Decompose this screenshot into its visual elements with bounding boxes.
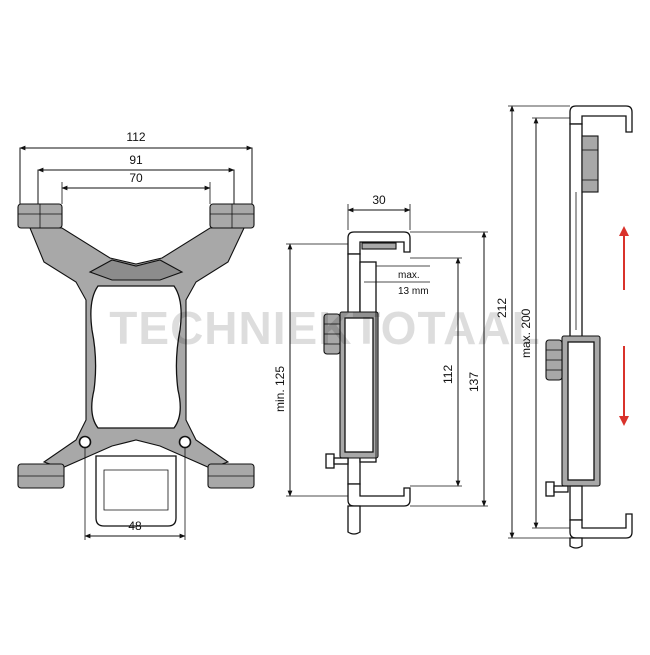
dim-depth: 30	[372, 193, 386, 207]
label-13mm: 13 mm	[398, 286, 429, 297]
dim-bottom-width: 48	[128, 519, 142, 533]
side-screw	[325, 453, 349, 469]
dim-mid-width: 91	[129, 153, 143, 167]
label-max: max.	[398, 270, 420, 281]
ext-top-hook	[569, 105, 633, 133]
dim-max-200: max. 200	[519, 308, 533, 358]
side-bottom-hook	[347, 483, 411, 507]
front-panel	[90, 285, 182, 429]
side-top-hook	[347, 231, 411, 255]
side-knob	[323, 313, 341, 355]
top-right-clamp	[209, 203, 255, 229]
dim-112: 112	[441, 365, 455, 384]
side-view: 30 max. 13 mm min. 125 112 137	[273, 193, 488, 535]
bottom-right-clamp	[207, 463, 255, 489]
extended-view: 212 max. 200	[495, 105, 633, 549]
bottom-left-clamp	[17, 463, 65, 489]
mount-hole-right	[178, 435, 192, 449]
dim-min-height: min. 125	[273, 366, 287, 412]
dim-inner-width: 70	[129, 171, 143, 185]
dim-outer-width: 112	[126, 130, 145, 144]
bottom-tongue	[95, 455, 177, 527]
ext-bottom-hook	[569, 513, 633, 539]
top-left-clamp	[17, 203, 63, 229]
ext-screw	[545, 481, 569, 497]
mount-hole-left	[78, 435, 92, 449]
dim-137: 137	[467, 372, 481, 392]
front-view: 112 91 70 48	[17, 130, 255, 540]
dim-212: 212	[495, 298, 509, 318]
watermark-logo: TECHNIEKTOTAAL	[109, 302, 540, 354]
ext-knob	[545, 339, 563, 381]
